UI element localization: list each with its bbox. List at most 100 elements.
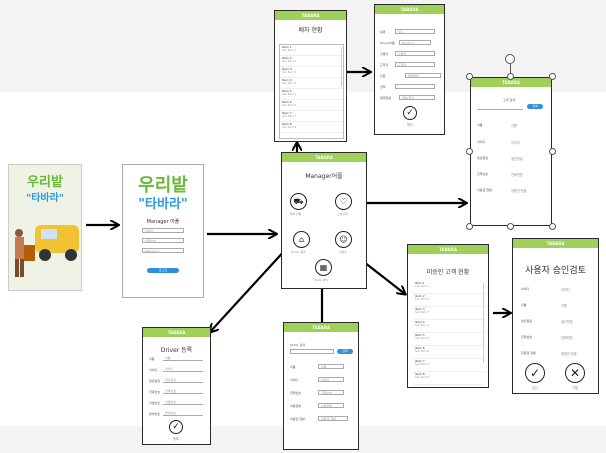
order-mgmt-field[interactable]: 전화번호 xyxy=(318,390,344,395)
selection-handle[interactable] xyxy=(507,73,514,80)
selection-handle[interactable] xyxy=(549,223,556,230)
driver-home-icon[interactable]: ⌂ xyxy=(293,231,310,248)
driver-field[interactable]: 아이디 xyxy=(163,367,203,372)
order-form-field[interactable]: 도착지 xyxy=(395,62,435,67)
driver-row-label: 아이디 xyxy=(149,368,158,372)
customer-search-button[interactable]: 검색 xyxy=(527,104,543,109)
login-id-field[interactable]: 아이디 xyxy=(142,228,184,233)
order-mgmt-search-button[interactable]: 검색 xyxy=(337,349,353,354)
driver-row-label: 차량번호 xyxy=(149,401,161,405)
driver-field[interactable]: 전화번호 xyxy=(163,389,203,394)
rotate-handle-icon[interactable] xyxy=(505,54,515,64)
order-form-field[interactable]: 출발지 xyxy=(395,51,435,56)
order-mgmt-row-label: 이용권 현황 xyxy=(290,417,305,421)
driver-field[interactable]: 차량번호 xyxy=(163,400,203,405)
order-mgmt-header: TABARA xyxy=(284,323,358,332)
driver-label: Driver 등록 xyxy=(291,250,306,254)
customer-row-value: 아이디 xyxy=(511,141,520,145)
login-password-confirm-field[interactable]: Password xyxy=(142,248,184,253)
reject-x-icon[interactable]: ✕ xyxy=(565,363,585,383)
order-mgmt-field[interactable]: 이름 xyxy=(318,364,344,369)
customer-screen: TABARA 고객 검색 검색 이름 이름 아이디 아이디 생년월일 생년월일 … xyxy=(470,77,552,226)
driver-confirm-check-icon[interactable]: ✓ xyxy=(169,420,183,434)
order-mgmt-field[interactable]: 이용현황 xyxy=(318,403,344,408)
customer-row-label: 아이디 xyxy=(477,140,486,144)
order-form-field[interactable]: 일시 xyxy=(395,29,435,34)
order-form-select[interactable]: Driver 1 xyxy=(399,40,431,45)
driver-row-label: 전화번호 xyxy=(149,390,161,394)
selection-handle[interactable] xyxy=(549,73,556,80)
order-form-header: TABARA xyxy=(375,5,444,14)
customer-search-label: 고객 검색 xyxy=(503,98,515,102)
selection-handle[interactable] xyxy=(466,223,473,230)
order-mgmt-search-input[interactable] xyxy=(290,349,334,354)
rotate-handle-stem xyxy=(510,64,511,74)
order-mgmt-row-label: 전화번호 xyxy=(290,391,302,395)
customer-row-label: 이름 xyxy=(477,123,483,127)
customer-header: TABARA xyxy=(471,78,551,87)
login-screen: 우리밭 "타바라" Manager 어플 아이디 비밀번호 Password 로… xyxy=(122,164,204,298)
customer-search-input[interactable] xyxy=(477,105,523,110)
selection-handle[interactable] xyxy=(507,223,514,230)
approval-row-value: 전화번호 xyxy=(561,336,573,340)
order-mgmt-field[interactable]: 이용권 현황 xyxy=(318,416,348,421)
dispatch-title: 배차 현황 xyxy=(298,27,323,34)
order-confirm-check-icon[interactable]: ✓ xyxy=(403,106,417,120)
reject-label: 거절 xyxy=(572,386,578,390)
selection-handle[interactable] xyxy=(466,73,473,80)
approval-row-label: 회원권 현황 xyxy=(521,351,536,355)
order-mgmt-row-label: 이용현황 xyxy=(290,404,302,408)
order-form-label: 출발지 xyxy=(380,52,389,56)
approval-row-value: 아이디 xyxy=(561,288,570,292)
customer-heart-icon[interactable]: ♡ xyxy=(335,193,352,210)
driver-field[interactable]: 면허번호 xyxy=(163,411,203,416)
login-title: Manager 어플 xyxy=(146,219,180,225)
order-mgmt-field[interactable]: 아이디 xyxy=(318,377,344,382)
login-password-field[interactable]: 비밀번호 xyxy=(142,238,184,243)
order-form-label: 결제현황 xyxy=(380,96,392,100)
driver-field[interactable]: 생년월일 xyxy=(163,378,203,383)
order-box-icon[interactable]: ▦ xyxy=(315,259,332,276)
customer-row-label: 이용권 현황 xyxy=(477,188,492,192)
order-form-field[interactable]: 결제방법 xyxy=(405,73,441,78)
poster-logo-top: 우리밭 xyxy=(27,175,63,190)
approval-row-label: 생년월일 xyxy=(521,319,533,323)
customer-row-value: 이름 xyxy=(511,124,517,128)
order-confirm-label: 확인 xyxy=(407,123,413,127)
selection-handle[interactable] xyxy=(549,148,556,155)
driver-field[interactable]: 이름 xyxy=(163,356,203,361)
driver-screen: TABARA Driver 등록 이름 이름 아이디 아이디 생년월일 생년월일… xyxy=(142,327,211,445)
user-person-icon[interactable]: ☺ xyxy=(335,231,352,248)
driver-confirm-label: 등록 xyxy=(173,437,179,441)
login-button[interactable]: 로그인 xyxy=(147,268,179,273)
dispatch-scrollbar[interactable] xyxy=(340,47,342,87)
approve-check-icon[interactable]: ✓ xyxy=(525,363,545,383)
approval-row-value: 생년월일 xyxy=(561,320,573,324)
order-form-field[interactable] xyxy=(395,84,435,89)
pending-scrollbar[interactable] xyxy=(482,283,484,363)
order-form-field[interactable]: 결제 완료 xyxy=(399,95,435,100)
selection-handle[interactable] xyxy=(466,148,473,155)
dispatch-status-icon[interactable]: ⛟ xyxy=(290,193,307,210)
customer-label: 고객 관리 xyxy=(337,212,349,216)
order-form-label: 도착지 xyxy=(380,63,389,67)
